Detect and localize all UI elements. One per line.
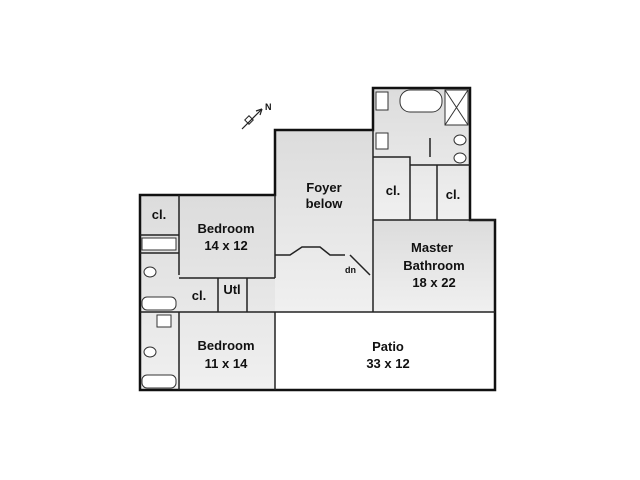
patio-size: 33 x 12 bbox=[366, 356, 409, 371]
stair-label: dn bbox=[345, 265, 356, 275]
bathtub bbox=[399, 89, 443, 113]
master-sub: Bathroom bbox=[403, 258, 464, 273]
sink bbox=[141, 237, 177, 251]
master-size: 18 x 22 bbox=[412, 275, 455, 290]
master-name: Master bbox=[411, 240, 453, 255]
bedroom1-name: Bedroom bbox=[197, 221, 254, 236]
toilet bbox=[453, 134, 467, 146]
closet-label: cl. bbox=[446, 187, 460, 202]
closet-label: cl. bbox=[386, 183, 400, 198]
room-fills bbox=[140, 88, 495, 390]
patio-name: Patio bbox=[372, 339, 404, 354]
toilet bbox=[143, 266, 157, 278]
utility-label: Utl bbox=[223, 282, 240, 297]
bathtub bbox=[141, 296, 177, 311]
toilet bbox=[453, 152, 467, 164]
patio-area bbox=[275, 312, 495, 390]
foyer-name: Foyer bbox=[306, 180, 341, 195]
compass-north-label: N bbox=[265, 102, 272, 112]
closet-label: cl. bbox=[152, 207, 166, 222]
toilet bbox=[143, 346, 157, 358]
sink bbox=[156, 314, 172, 328]
sink bbox=[375, 132, 389, 150]
compass-icon bbox=[241, 108, 263, 130]
foyer-sub: below bbox=[306, 196, 344, 211]
closet-label: cl. bbox=[192, 288, 206, 303]
interior-walls bbox=[140, 130, 495, 390]
exterior-walls bbox=[138, 86, 497, 392]
bedroom1-size: 14 x 12 bbox=[204, 238, 247, 253]
bathtub bbox=[141, 374, 177, 389]
bedroom2-size: 11 x 14 bbox=[205, 356, 248, 371]
sink bbox=[375, 91, 389, 111]
shower bbox=[444, 89, 469, 126]
bedroom2-name: Bedroom bbox=[197, 338, 254, 353]
fixtures bbox=[141, 89, 469, 389]
